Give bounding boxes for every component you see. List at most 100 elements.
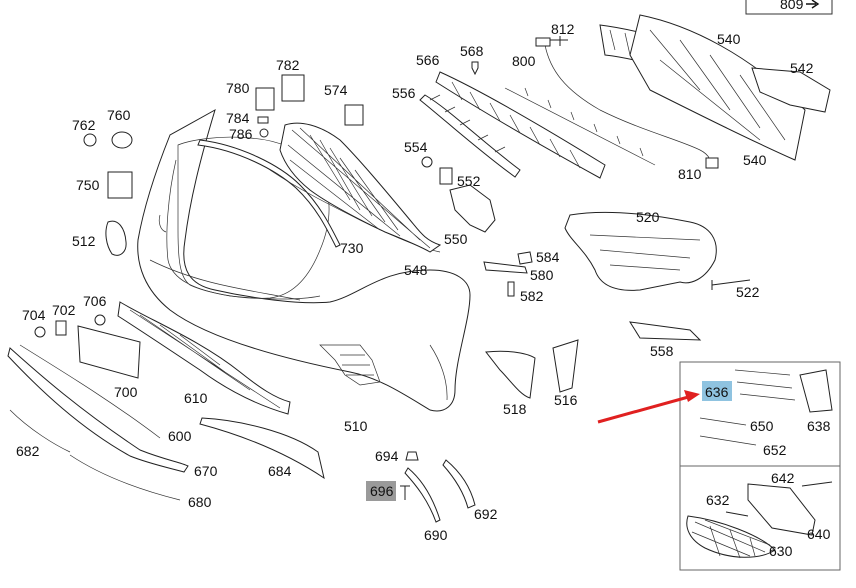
- label-694[interactable]: 694: [375, 448, 399, 464]
- bracket-558[interactable]: [629, 321, 702, 341]
- bolt-522[interactable]: [711, 279, 751, 290]
- pin-812[interactable]: [550, 36, 568, 46]
- label-704[interactable]: 704: [22, 307, 46, 323]
- plate-holder-700[interactable]: [77, 325, 141, 379]
- molding-strip-730[interactable]: [197, 139, 341, 248]
- label-568[interactable]: 568: [460, 43, 484, 59]
- label-510[interactable]: 510: [344, 418, 368, 434]
- grille-574[interactable]: [279, 104, 442, 253]
- next-page-link[interactable]: 809: [745, 0, 833, 15]
- label-760[interactable]: 760: [107, 107, 131, 123]
- trim-strip-680[interactable]: [69, 454, 181, 501]
- label-632[interactable]: 632: [706, 492, 730, 508]
- trim-652[interactable]: [699, 435, 757, 446]
- label-642[interactable]: 642: [771, 470, 795, 486]
- label-542[interactable]: 542: [790, 60, 814, 76]
- trim-strip-636[interactable]: [734, 369, 796, 401]
- trim-516[interactable]: [552, 339, 579, 393]
- bracket-580[interactable]: [483, 261, 528, 274]
- bolt-568[interactable]: [471, 61, 479, 76]
- label-516[interactable]: 516: [554, 392, 578, 408]
- label-640[interactable]: 640: [807, 526, 831, 542]
- label-684[interactable]: 684: [268, 463, 292, 479]
- nut-694[interactable]: [405, 451, 419, 461]
- label-800[interactable]: 800: [512, 53, 536, 69]
- lower-grille-610[interactable]: [117, 301, 291, 415]
- label-574[interactable]: 574: [324, 82, 348, 98]
- label-566[interactable]: 566: [416, 52, 440, 68]
- label-750[interactable]: 750: [76, 177, 100, 193]
- bracket-782[interactable]: [281, 74, 305, 102]
- trim-692[interactable]: [442, 459, 476, 509]
- clip-584[interactable]: [517, 251, 533, 265]
- label-540a[interactable]: 540: [717, 31, 741, 47]
- label-780[interactable]: 780: [226, 80, 250, 96]
- label-650[interactable]: 650: [750, 418, 774, 434]
- frame-556[interactable]: [419, 94, 521, 178]
- label-636[interactable]: 636: [705, 384, 729, 400]
- label-522[interactable]: 522: [736, 284, 760, 300]
- label-682[interactable]: 682: [16, 443, 40, 459]
- bracket-550[interactable]: [449, 184, 496, 233]
- label-630[interactable]: 630: [769, 543, 793, 559]
- label-652[interactable]: 652: [763, 442, 787, 458]
- label-518[interactable]: 518: [503, 401, 527, 417]
- clip-784[interactable]: [257, 116, 269, 124]
- clip-552[interactable]: [439, 167, 453, 185]
- label-558[interactable]: 558: [650, 343, 674, 359]
- label-582[interactable]: 582: [520, 288, 544, 304]
- bolt-704[interactable]: [34, 326, 46, 338]
- bracket-780[interactable]: [255, 87, 275, 111]
- bolt-642[interactable]: [801, 481, 833, 487]
- trim-690[interactable]: [404, 467, 441, 523]
- label-692[interactable]: 692: [474, 506, 498, 522]
- label-584[interactable]: 584: [536, 249, 560, 265]
- label-550[interactable]: 550: [444, 231, 468, 247]
- support-520[interactable]: [564, 211, 717, 291]
- trim-strip-670[interactable]: [7, 347, 189, 473]
- label-696[interactable]: 696: [370, 483, 394, 499]
- grille-630[interactable]: [686, 515, 776, 559]
- trim-strip-600[interactable]: [19, 344, 161, 439]
- label-702[interactable]: 702: [52, 302, 76, 318]
- clip-702[interactable]: [55, 320, 67, 336]
- trim-684[interactable]: [199, 417, 325, 480]
- label-600[interactable]: 600: [168, 428, 192, 444]
- label-638[interactable]: 638: [807, 418, 831, 434]
- label-520[interactable]: 520: [636, 209, 660, 225]
- trim-strip-682[interactable]: [9, 409, 71, 453]
- screw-582[interactable]: [507, 281, 515, 297]
- label-540b[interactable]: 540: [743, 152, 767, 168]
- frame-640[interactable]: [747, 483, 816, 536]
- label-552[interactable]: 552: [457, 173, 481, 189]
- bracket-542[interactable]: [751, 67, 831, 113]
- cover-638[interactable]: [799, 369, 833, 413]
- label-730[interactable]: 730: [340, 240, 364, 256]
- label-784[interactable]: 784: [226, 110, 250, 126]
- label-812[interactable]: 812: [551, 21, 575, 37]
- label-548[interactable]: 548: [404, 262, 428, 278]
- nut-706[interactable]: [94, 314, 106, 326]
- screw-632[interactable]: [725, 511, 749, 517]
- ring-762[interactable]: [83, 133, 97, 147]
- screw-786[interactable]: [259, 128, 269, 138]
- cover-512[interactable]: [105, 220, 127, 256]
- grille-566[interactable]: [435, 71, 606, 179]
- label-782[interactable]: 782: [276, 57, 300, 73]
- label-690[interactable]: 690: [424, 527, 448, 543]
- bracket-750[interactable]: [107, 171, 133, 199]
- label-786[interactable]: 786: [229, 126, 253, 142]
- bumper-cover-510[interactable]: [137, 108, 471, 412]
- label-670[interactable]: 670: [194, 463, 218, 479]
- label-810[interactable]: 810: [678, 166, 702, 182]
- nut-554[interactable]: [421, 156, 433, 168]
- label-580[interactable]: 580: [530, 267, 554, 283]
- label-706[interactable]: 706: [83, 293, 107, 309]
- label-700[interactable]: 700: [114, 384, 138, 400]
- label-512[interactable]: 512: [72, 233, 96, 249]
- label-762[interactable]: 762: [72, 117, 96, 133]
- label-680[interactable]: 680: [188, 494, 212, 510]
- harness-800[interactable]: [504, 87, 656, 166]
- sensor-760[interactable]: [111, 131, 133, 149]
- trim-518[interactable]: [485, 350, 536, 399]
